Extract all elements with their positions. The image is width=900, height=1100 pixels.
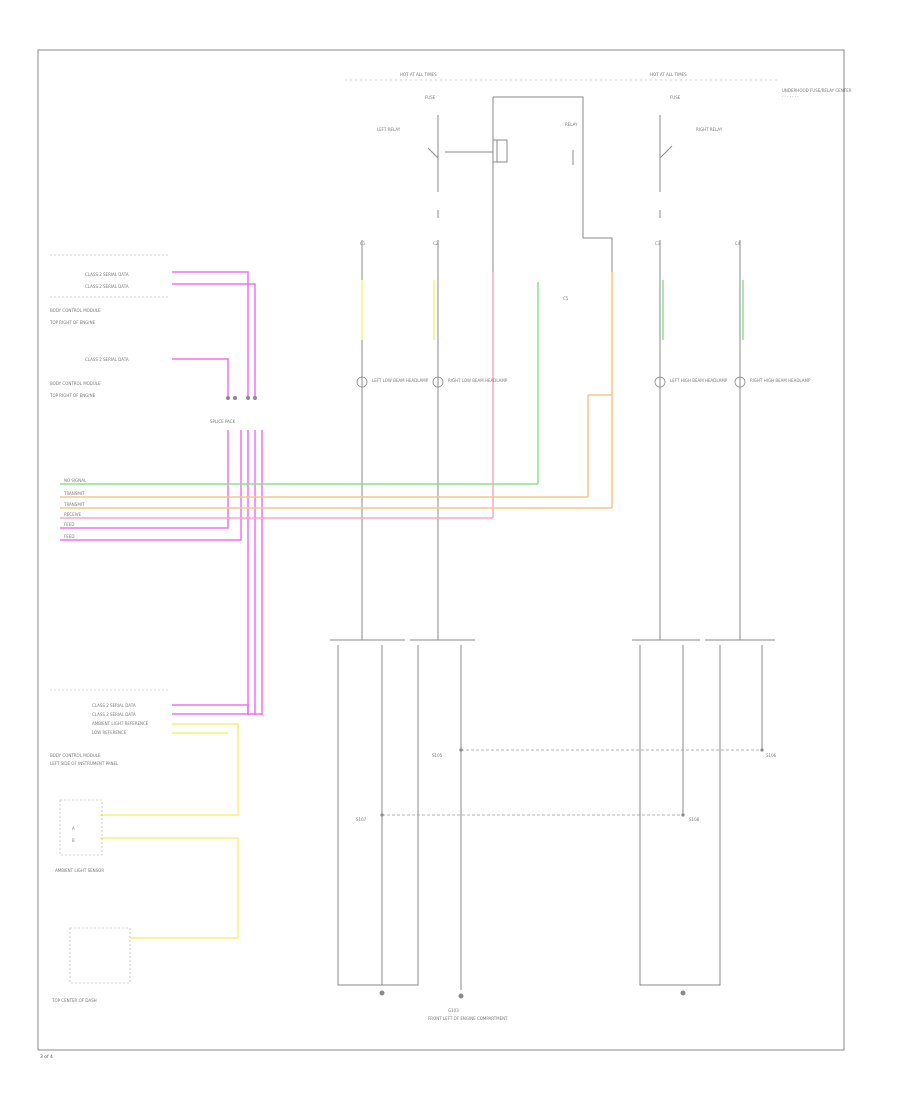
harness-row-6: FEED (64, 534, 74, 539)
splice-label-3: S107 (356, 817, 367, 822)
sensor-box-lower (69, 927, 131, 984)
bus-line-2: CLASS 2 SERIAL DATA (85, 284, 129, 289)
lower-magenta-wires (172, 704, 262, 715)
lamp-label-1: LEFT LOW BEAM HEADLAMP (372, 378, 429, 383)
splice-pack-dots (226, 396, 257, 400)
lower-module-label: BODY CONTROL MODULE (50, 753, 101, 758)
splice-dot-3 (380, 813, 384, 817)
splice-pack-label: SPLICE PACK (210, 419, 236, 424)
lower-block-1: CLASS 2 SERIAL DATA (92, 703, 136, 708)
lamp-label-3: LEFT HIGH BEAM HEADLAMP (670, 378, 728, 383)
sensor-box (59, 799, 103, 856)
relay-label-right: RIGHT RELAY (696, 127, 723, 132)
splice-dot-4 (681, 813, 685, 817)
harness-row-2: TRANSMIT (63, 491, 85, 496)
relay-coil-icon (496, 139, 508, 163)
sensor-name: AMBIENT LIGHT SENSOR (55, 868, 104, 873)
relay-label-mid: RELAY (565, 122, 578, 127)
harness-row-4: RECEIVE (64, 512, 82, 517)
headlamp-right-high (734, 376, 746, 388)
lamp-feed-labels: C1 C2 C3 C4 C5 (360, 241, 741, 301)
hot-label-right: HOT AT ALL TIMES (650, 72, 687, 77)
headlamp-left-low (356, 376, 368, 388)
splice-label-1: S105 (432, 753, 443, 758)
lower-block-4: LOW REFERENCE (92, 730, 127, 735)
footer-code: 3 of 4 (40, 1054, 53, 1060)
magenta-upper-wires (172, 271, 256, 398)
diagram-frame (37, 49, 845, 1051)
sensor-pin-a: A (72, 826, 75, 831)
magenta-splice-wires (60, 430, 263, 715)
lamp-vertical-wires (361, 240, 744, 640)
sensor-pin-b: B (72, 838, 75, 843)
svg-text:C2: C2 (433, 241, 439, 246)
underhood-note-line: · · · · · · · (782, 94, 799, 99)
relay-wiring (427, 96, 673, 272)
hot-label-left: HOT AT ALL TIMES (400, 72, 437, 77)
underhood-note: UNDERHOOD FUSE/RELAY CENTER (782, 88, 852, 93)
bus-line-1: CLASS 2 SERIAL DATA (85, 272, 129, 277)
lower-module-sub: LEFT SIDE OF INSTRUMENT PANEL (50, 761, 119, 766)
splice-dot-1 (459, 748, 463, 752)
ground-right-icon (680, 990, 686, 996)
fuse-label-left: FUSE (425, 95, 436, 100)
svg-text:C4: C4 (735, 241, 741, 246)
svg-text:C1: C1 (360, 241, 366, 246)
bcm-left-2-sub: TOP RIGHT OF ENGINE (49, 393, 96, 398)
splice-dot-2 (760, 748, 764, 752)
ground-left-icon (379, 990, 385, 996)
ground-center-icon (458, 993, 464, 999)
splice-label-4: S108 (689, 817, 700, 822)
svg-text:C5: C5 (563, 296, 569, 301)
bcm-left-1-sub: TOP RIGHT OF ENGINE (49, 320, 96, 325)
svg-text:C3: C3 (655, 241, 661, 246)
sensor-sub: TOP CENTER OF DASH (51, 998, 97, 1003)
lower-block-2: CLASS 2 SERIAL DATA (92, 712, 136, 717)
yellow-sensor-wires (100, 723, 239, 939)
harness-rows (60, 483, 612, 519)
relay-label-left: LEFT RELAY (377, 127, 401, 132)
fuse-label-right: FUSE (670, 95, 681, 100)
bcm-left-1: BODY CONTROL MODULE (50, 308, 101, 313)
lamp-label-4: RIGHT HIGH BEAM HEADLAMP (750, 378, 811, 383)
harness-row-5: FEED (64, 522, 74, 527)
bus-line-3: CLASS 2 SERIAL DATA (85, 357, 129, 362)
harness-row-3: TRANSMIT (63, 502, 85, 507)
harness-row-1: NO SIGNAL (64, 478, 87, 483)
lamp-label-2: RIGHT LOW BEAM HEADLAMP (448, 378, 508, 383)
lower-block-3: AMBIENT LIGHT REFERENCE (92, 721, 149, 726)
ground-center-label: G103 (448, 1008, 459, 1013)
bcm-left-2: BODY CONTROL MODULE (50, 381, 101, 386)
headlamp-right-low (432, 376, 444, 388)
headlamp-left-high (654, 376, 666, 388)
ground-center-sub: FRONT LEFT OF ENGINE COMPARTMENT (428, 1016, 508, 1021)
splice-label-2: S106 (766, 753, 777, 758)
